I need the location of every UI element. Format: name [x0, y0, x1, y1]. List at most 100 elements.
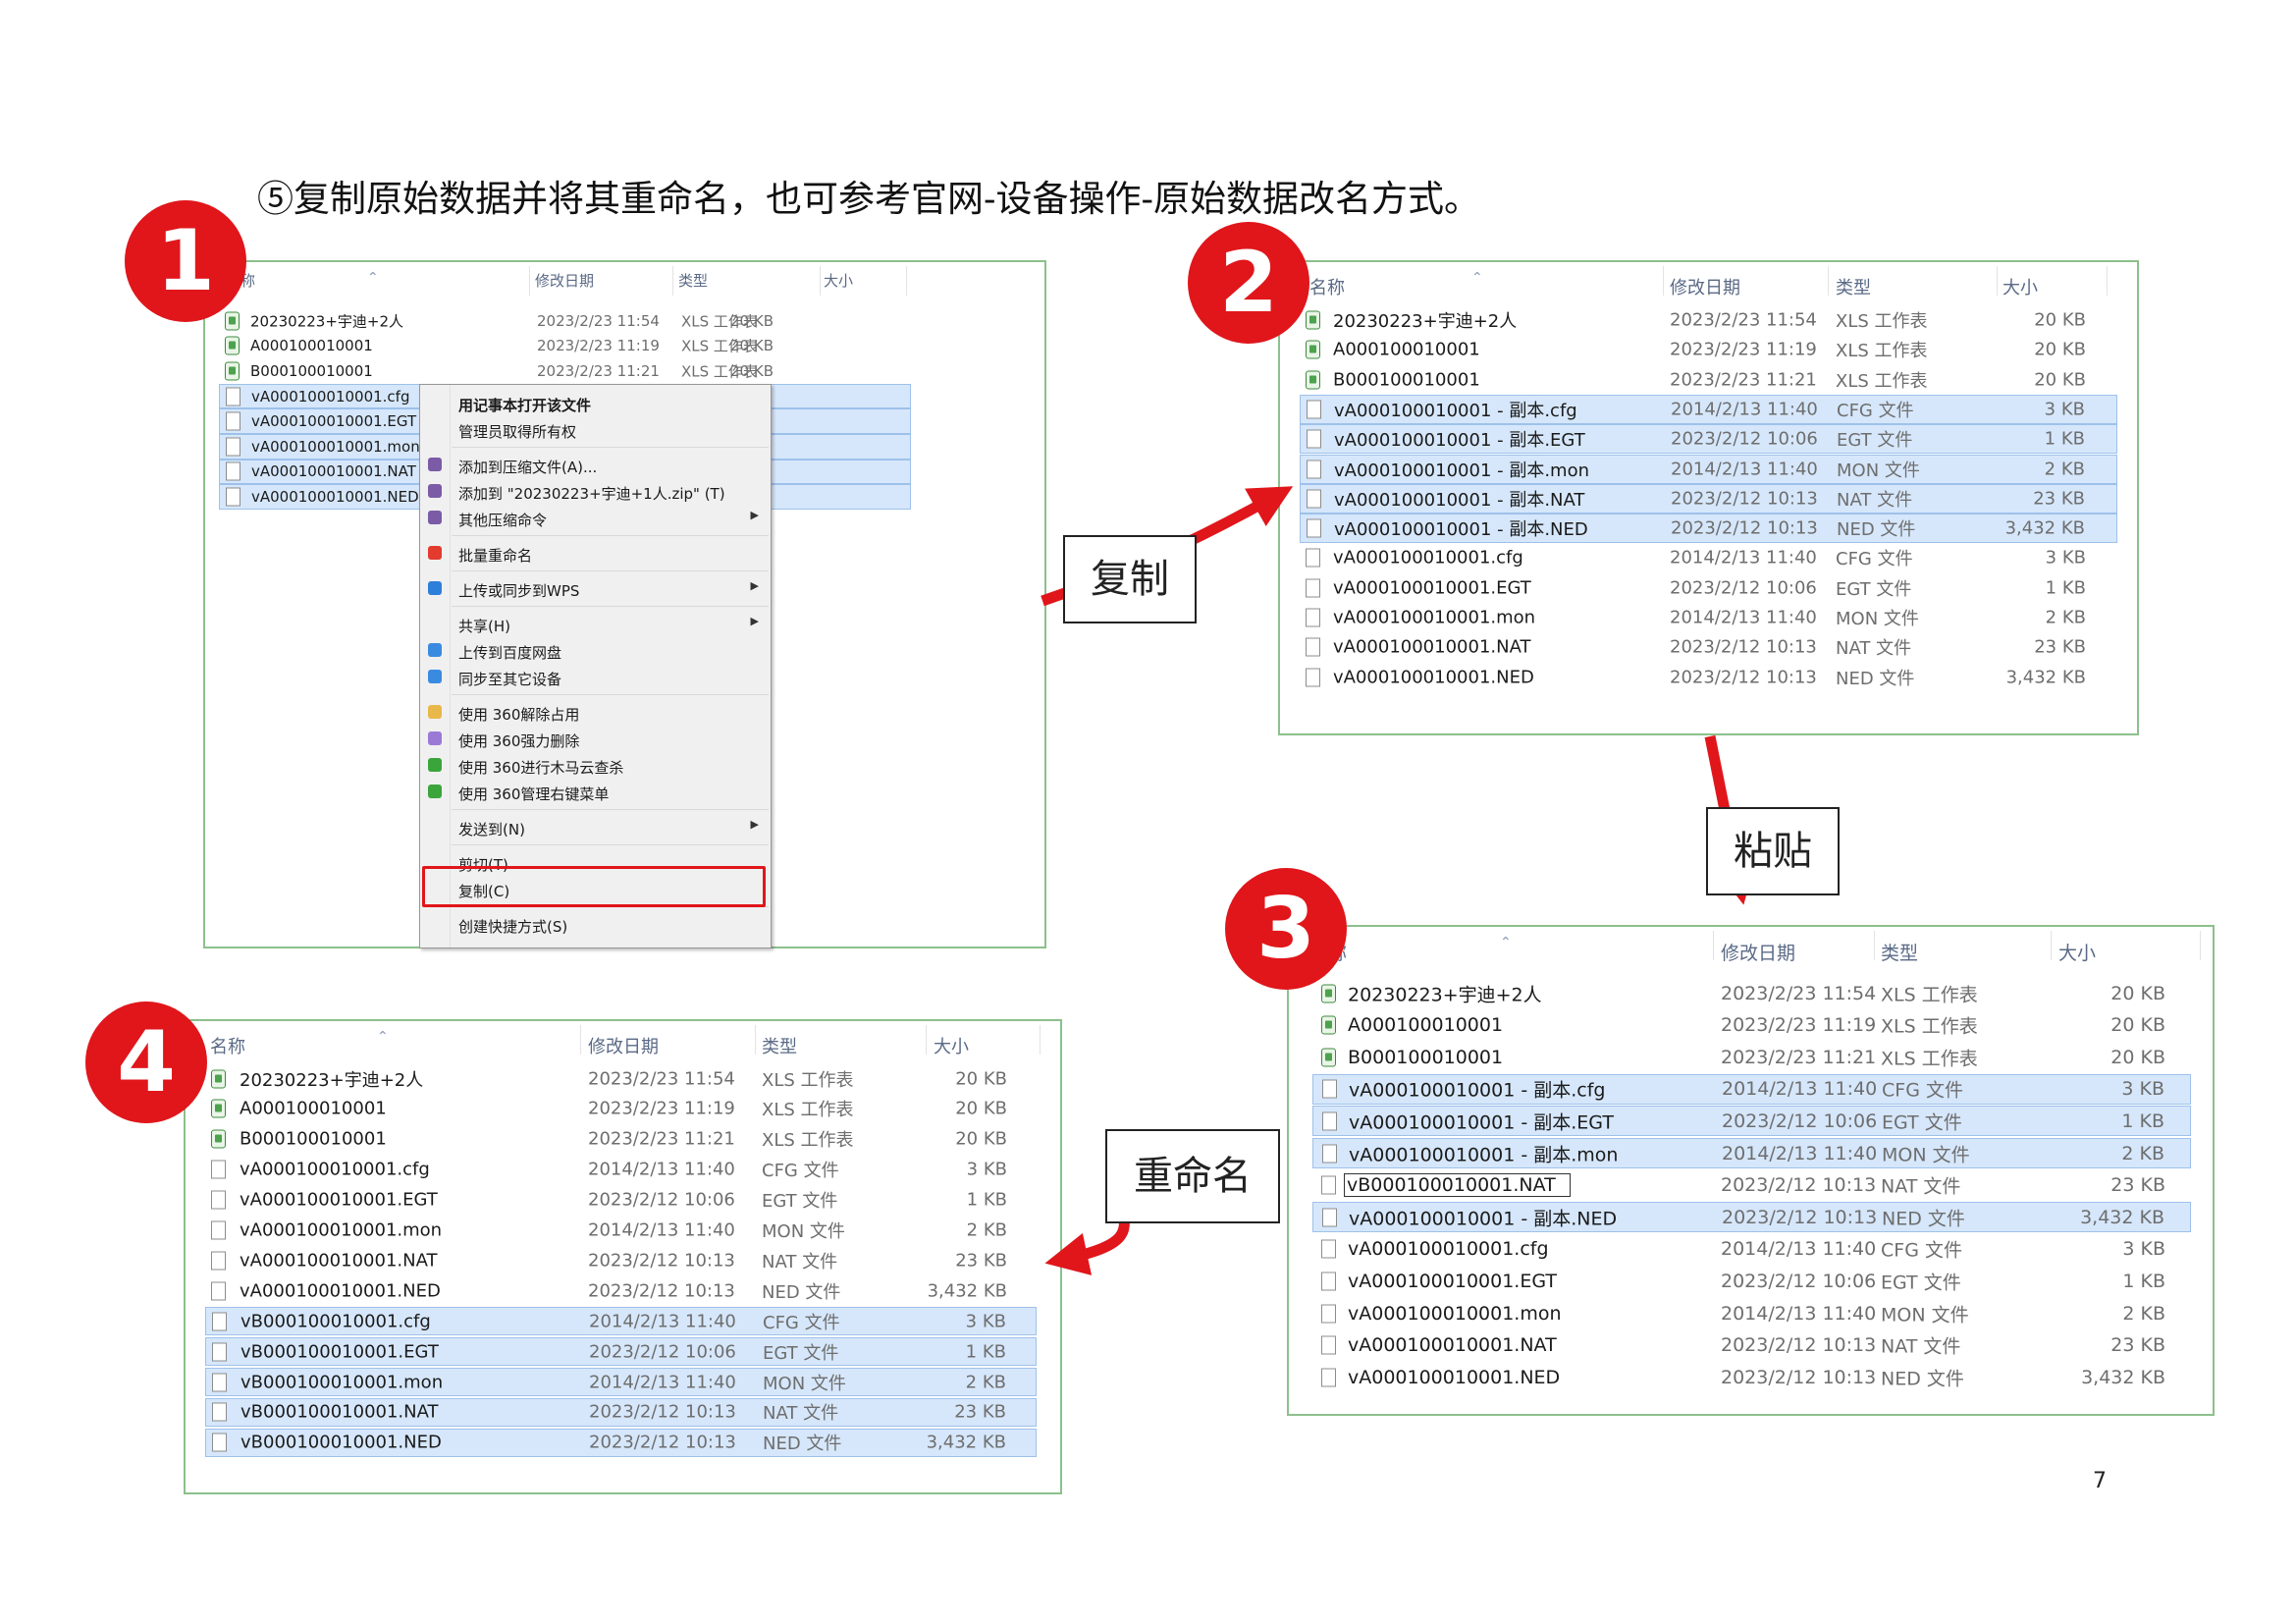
file-type: NAT 文件 [1836, 638, 1912, 660]
file-size: 3,432 KB [2081, 1366, 2165, 1388]
column-date-header[interactable]: 修改日期 [535, 272, 595, 290]
menu-item[interactable]: 剪切(T) [420, 850, 771, 874]
context-menu: 用记事本打开该文件管理员取得所有权添加到压缩文件(A)... 添加到 "20230… [419, 384, 772, 948]
menu-item[interactable]: 同步至其它设备 [420, 665, 771, 688]
column-name-header[interactable]: 名称 [210, 1037, 245, 1057]
file-date: 2014/2/13 11:40 [1671, 399, 1818, 420]
menu-item[interactable]: 上传到百度网盘 [420, 638, 771, 662]
column-date-header[interactable]: 修改日期 [1670, 278, 1740, 298]
menu-item[interactable]: 用记事本打开该文件 [420, 391, 771, 414]
menu-item[interactable]: 使用 360解除占用 [420, 700, 771, 724]
column-size-header[interactable]: 大小 [2002, 278, 2038, 298]
menu-item[interactable]: 创建快捷方式(S) [420, 912, 771, 936]
spreadsheet-file-icon [1306, 310, 1320, 330]
column-size-header[interactable]: 大小 [934, 1037, 969, 1057]
file-size: 20 KB [2110, 1046, 2165, 1068]
copy-label: 复制 [1063, 535, 1197, 623]
generic-file-icon [212, 1342, 227, 1362]
menu-item[interactable]: 批量重命名 [420, 541, 771, 565]
column-type-header[interactable]: 类型 [1836, 278, 1871, 298]
submenu-arrow-icon: ▶ [750, 615, 759, 627]
column-header-row: 称修改日期类型大小⌃ [205, 262, 1044, 301]
file-date: 2023/2/23 11:19 [537, 337, 660, 355]
file-date: 2023/2/12 10:13 [588, 1280, 735, 1302]
menu-item[interactable]: 发送到(N)▶ [420, 815, 771, 839]
menu-item[interactable]: 使用 360管理右键菜单 [420, 780, 771, 803]
menu-item[interactable]: 添加到 "20230223+宇迪+1人.zip" (T) [420, 479, 771, 503]
spreadsheet-file-icon [211, 1099, 226, 1118]
column-type-header[interactable]: 类型 [678, 272, 709, 290]
file-type: XLS 工作表 [681, 312, 758, 331]
menu-item[interactable]: 复制(C) [420, 877, 771, 900]
file-size: 20 KB [955, 1098, 1007, 1119]
menu-item[interactable]: 使用 360进行木马云查杀 [420, 753, 771, 777]
file-type: XLS 工作表 [1836, 311, 1928, 332]
menu-item[interactable]: 共享(H)▶ [420, 612, 771, 635]
menu-item[interactable]: 添加到压缩文件(A)... [420, 453, 771, 476]
menu-item[interactable]: 管理员取得所有权 [420, 417, 771, 441]
menu-item[interactable]: 上传或同步到WPS▶ [420, 576, 771, 600]
file-date: 2023/2/23 11:21 [537, 361, 660, 380]
file-name: vA000100010001.NAT [1348, 1334, 1557, 1357]
submenu-arrow-icon: ▶ [750, 579, 759, 592]
file-type: NED 文件 [1881, 1368, 1964, 1390]
generic-file-icon [1307, 489, 1321, 509]
column-name-header[interactable]: 名称 [1309, 278, 1345, 298]
menu-item[interactable]: 其他压缩命令▶ [420, 506, 771, 529]
file-date: 2014/2/13 11:40 [588, 1219, 735, 1241]
column-type-header[interactable]: 类型 [762, 1037, 797, 1057]
file-type: EGT 文件 [1881, 1272, 1961, 1294]
file-name: vA000100010001.NAT [251, 462, 416, 481]
rename-input[interactable]: vB000100010001.NAT [1344, 1173, 1571, 1198]
column-size-header[interactable]: 大小 [2058, 943, 2097, 964]
generic-file-icon [1321, 1272, 1336, 1291]
column-date-header[interactable]: 修改日期 [1721, 943, 1796, 964]
column-type-header[interactable]: 类型 [1881, 943, 1919, 964]
column-date-header[interactable]: 修改日期 [588, 1037, 659, 1057]
menu-item[interactable]: 使用 360强力删除 [420, 727, 771, 750]
column-size-header[interactable]: 大小 [824, 272, 854, 290]
